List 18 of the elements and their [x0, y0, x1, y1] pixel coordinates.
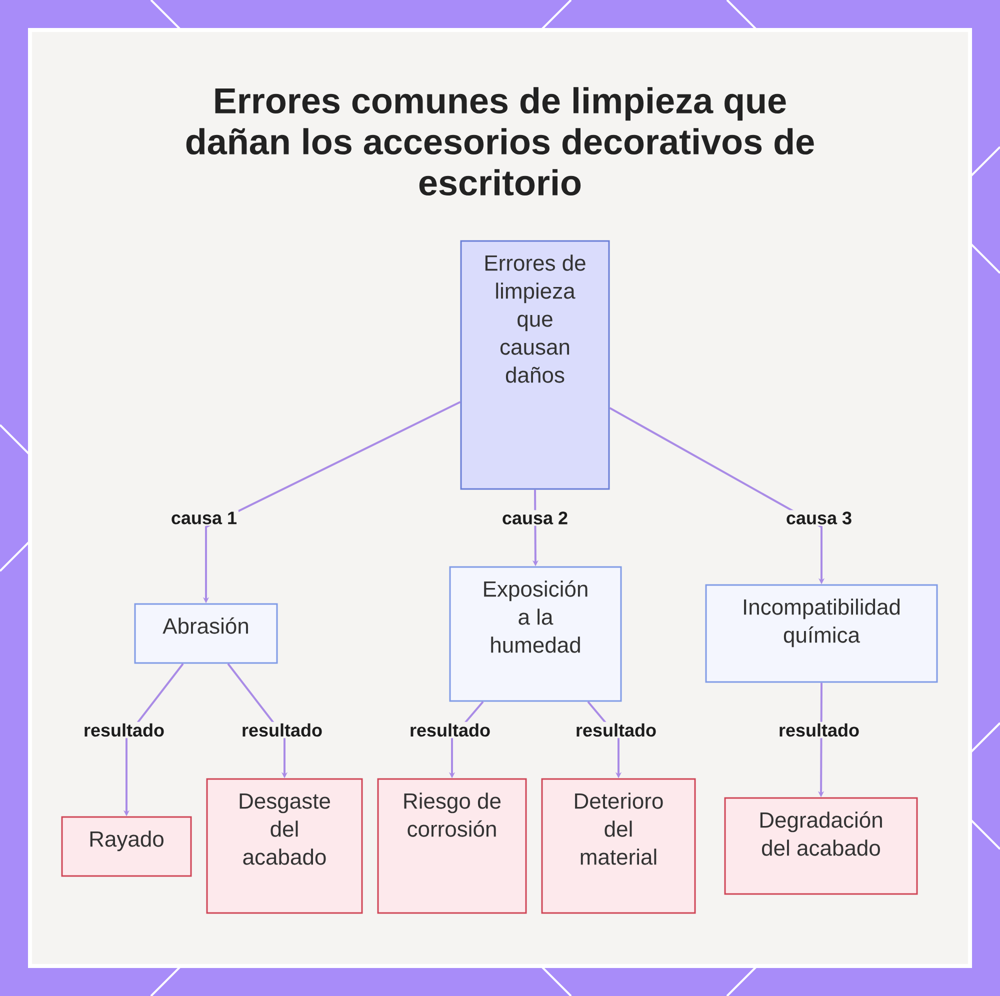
edge-label: causa 2	[500, 510, 570, 526]
title: Errores comunes de limpieza que dañan los accesorios decorativos de escritorio	[186, 87, 814, 196]
result-box: Rayado	[61, 816, 192, 877]
edge-label: resultado	[574, 722, 658, 738]
cause-box: Abrasión	[134, 603, 278, 664]
edge-label: causa 3	[784, 510, 854, 526]
edge-label: resultado	[240, 722, 324, 738]
edge-label: causa 1	[169, 510, 239, 526]
result-box: Riesgo de corrosión	[377, 778, 527, 914]
category-box: Errores de limpieza que causan daños	[460, 240, 610, 490]
result-box: Deterioro del material	[541, 778, 696, 914]
cause-box: Exposición a la humedad	[449, 566, 622, 702]
edge-label: resultado	[82, 722, 166, 738]
edge-label: resultado	[408, 722, 492, 738]
cause-box: Incompatibilidad química	[705, 584, 938, 683]
edge-label: resultado	[777, 722, 862, 738]
result-box: Degradación del acabado	[724, 797, 918, 895]
result-box: Desgaste del acabado	[206, 778, 363, 914]
